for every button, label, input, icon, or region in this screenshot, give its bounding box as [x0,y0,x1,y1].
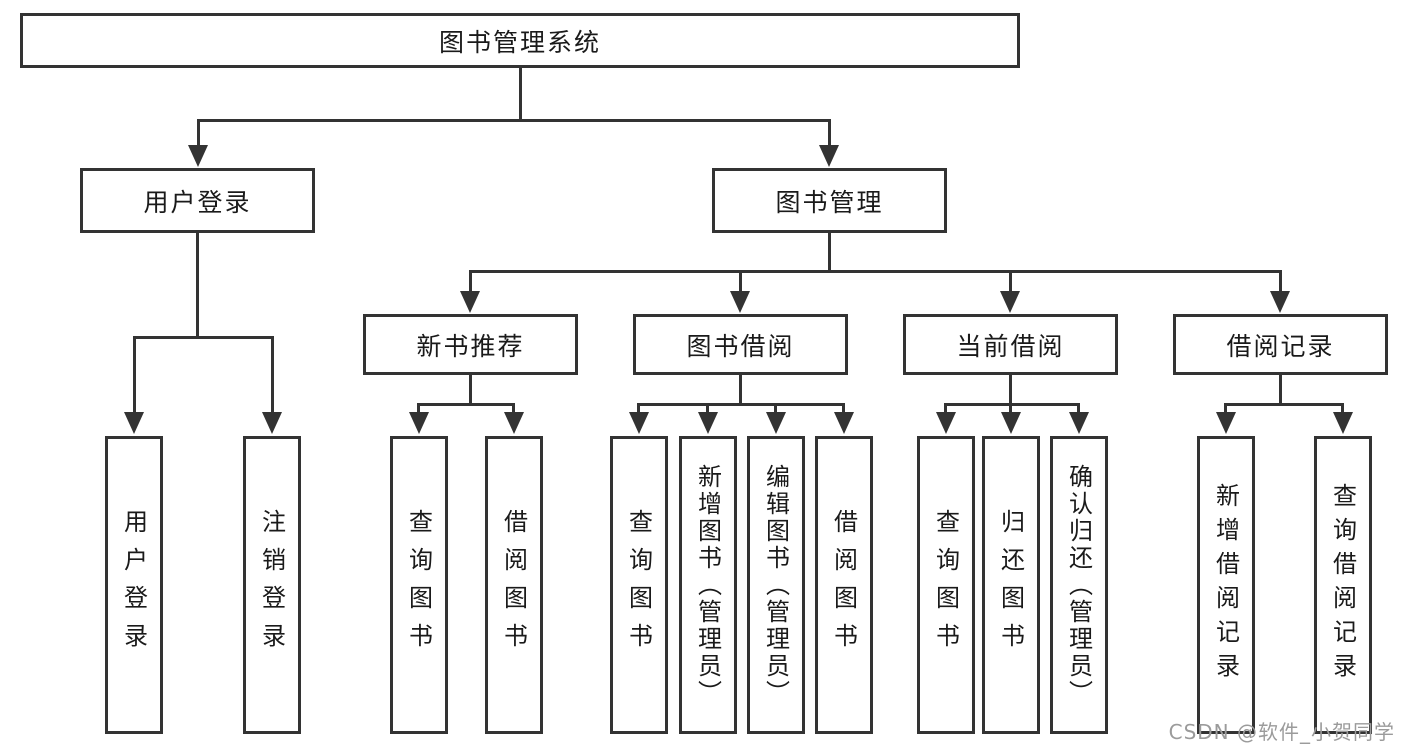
connector [1224,403,1344,406]
connector [1279,375,1282,406]
arrow-down-icon [460,291,480,313]
node-book-borrowing-label: 图书借阅 [686,331,795,361]
arrow-down-icon [1216,412,1236,434]
connector [469,270,472,298]
connector [469,375,472,406]
arrow-down-icon [188,145,208,167]
node-user-login: 用户登录 [80,168,315,233]
connector [944,403,947,416]
leaf-borrow-books: 借阅图书 [815,436,873,734]
node-book-borrowing: 图书借阅 [633,314,848,375]
arrow-down-icon [1069,412,1089,434]
leaf-query-borrow-record: 查询借阅记录 [1314,436,1372,734]
connector [197,119,200,150]
connector [637,403,640,416]
arrow-down-icon [1333,412,1353,434]
connector [1009,270,1012,298]
node-current-borrowing-label: 当前借阅 [956,331,1065,361]
leaf-query-books-current-label: 查询图书 [931,509,960,661]
arrow-down-icon [629,412,649,434]
connector [828,233,831,273]
connector [706,403,709,416]
connector [739,270,742,298]
leaf-add-borrow-record-label: 新增借阅记录 [1211,483,1240,687]
connector [469,270,1282,273]
leaf-confirm-return-admin: 确认归还（管理员） [1050,436,1108,734]
leaf-borrow-books-recommend: 借阅图书 [485,436,543,734]
node-book-management-label: 图书管理 [775,187,884,217]
leaf-query-books-borrow: 查询图书 [610,436,668,734]
connector [739,375,742,406]
leaf-query-books-current: 查询图书 [917,436,975,734]
arrow-down-icon [834,412,854,434]
node-borrow-records: 借阅记录 [1173,314,1388,375]
arrow-down-icon [504,412,524,434]
leaf-add-books-admin-label: 新增图书（管理员） [693,463,722,707]
leaf-borrow-books-recommend-label: 借阅图书 [499,509,528,661]
connector [637,403,845,406]
connector [133,336,274,339]
leaf-logout: 注销登录 [243,436,301,734]
node-current-borrowing: 当前借阅 [903,314,1118,375]
leaf-user-login-label: 用户登录 [119,509,148,661]
connector [417,403,420,416]
leaf-return-books-label: 归还图书 [996,509,1025,661]
connector [944,403,1080,406]
node-user-login-label: 用户登录 [143,187,252,217]
leaf-query-books-recommend: 查询图书 [390,436,448,734]
arrow-down-icon [1001,412,1021,434]
connector [1279,270,1282,298]
arrow-down-icon [766,412,786,434]
connector [197,119,831,122]
connector [417,403,515,406]
arrow-down-icon [1000,291,1020,313]
arrow-down-icon [730,291,750,313]
connector [842,403,845,416]
connector [196,233,199,339]
leaf-confirm-return-admin-label: 确认归还（管理员） [1064,463,1093,707]
leaf-query-books-borrow-label: 查询图书 [624,509,653,661]
arrow-down-icon [698,412,718,434]
arrow-down-icon [262,412,282,434]
node-root-label: 图书管理系统 [438,27,601,57]
leaf-add-borrow-record: 新增借阅记录 [1197,436,1255,734]
connector [519,68,522,120]
arrow-down-icon [124,412,144,434]
leaf-logout-label: 注销登录 [257,509,286,661]
arrow-down-icon [936,412,956,434]
leaf-edit-books-admin-label: 编辑图书（管理员） [761,463,790,707]
arrow-down-icon [1270,291,1290,313]
connector [512,403,515,416]
watermark: CSDN @软件_小贺同学 [1168,720,1395,744]
connector [1224,403,1227,416]
leaf-query-books-recommend-label: 查询图书 [404,509,433,661]
leaf-add-books-admin: 新增图书（管理员） [679,436,737,734]
node-new-book-recommend: 新书推荐 [363,314,578,375]
leaf-edit-books-admin: 编辑图书（管理员） [747,436,805,734]
arrow-down-icon [819,145,839,167]
node-borrow-records-label: 借阅记录 [1226,331,1335,361]
node-root: 图书管理系统 [20,13,1020,68]
connector [133,336,136,416]
leaf-query-borrow-record-label: 查询借阅记录 [1328,483,1357,687]
connector [1009,403,1012,416]
connector [1341,403,1344,416]
node-new-book-recommend-label: 新书推荐 [416,331,525,361]
arrow-down-icon [409,412,429,434]
leaf-user-login: 用户登录 [105,436,163,734]
connector [1077,403,1080,416]
connector [828,119,831,150]
leaf-return-books: 归还图书 [982,436,1040,734]
connector [1009,375,1012,406]
node-book-management: 图书管理 [712,168,947,233]
leaf-borrow-books-label: 借阅图书 [829,509,858,661]
connector [271,336,274,416]
connector [774,403,777,416]
